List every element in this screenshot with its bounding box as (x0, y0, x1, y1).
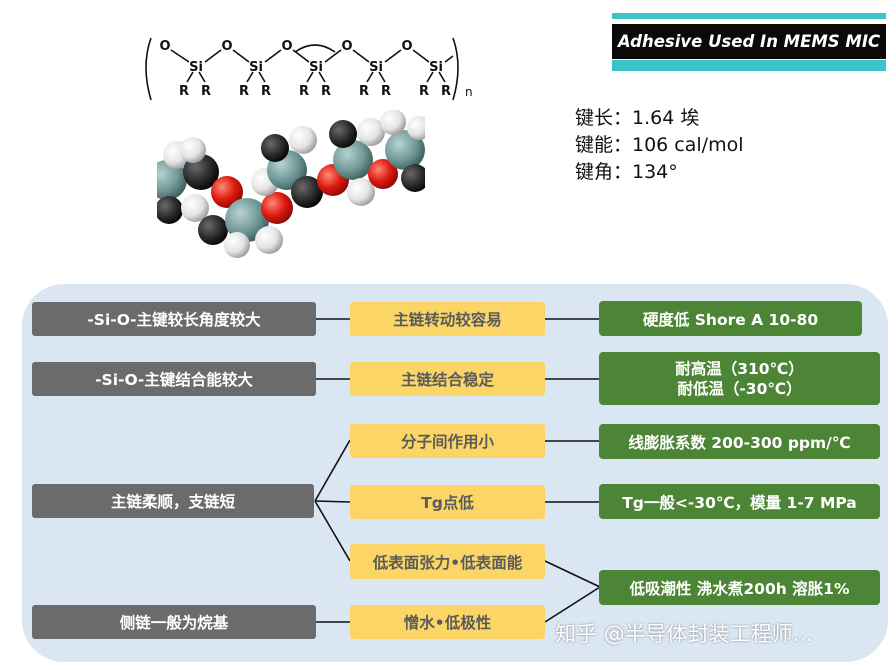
molecule-model-image (157, 110, 425, 258)
r-group: R (239, 84, 249, 99)
result-cte: 线膨胀系数 200-300 ppm/℃ (599, 424, 880, 459)
result-tg-modulus: Tg一般<-30℃，模量 1-7 MPa (599, 484, 880, 519)
cause-long-bond: -Si-O-主键较长角度较大 (32, 302, 316, 336)
result-hardness: 硬度低 Shore A 10-80 (599, 301, 862, 336)
banner-top-stripe (612, 13, 886, 19)
result-moisture: 低吸潮性 沸水煮200h 溶胀1% (599, 570, 880, 605)
oxygen-atom: O (221, 39, 232, 54)
r-group: R (419, 84, 429, 99)
oxygen-atom: O (281, 39, 292, 54)
watermark: 知乎 @半导体封装工程师... (555, 622, 813, 646)
oxygen-atom: O (159, 39, 170, 54)
mech-weak-interaction: 分子间作用小 (350, 424, 545, 458)
r-group: R (179, 84, 189, 99)
r-group: R (381, 84, 391, 99)
silicon-atom: Si (369, 60, 383, 75)
mech-low-surface-energy: 低表面张力•低表面能 (350, 544, 545, 579)
silicon-atom: Si (309, 60, 323, 75)
left-bracket (145, 37, 152, 101)
bond-angle: 键角：134° (575, 161, 678, 183)
mech-low-tg: Tg点低 (350, 485, 545, 519)
cause-flexible-chain: 主链柔顺，支链短 (32, 484, 314, 518)
mech-hydrophobic: 憎水•低极性 (350, 605, 545, 639)
result-high-temp: 耐高温（310℃） (675, 359, 804, 378)
silicon-atom: Si (189, 60, 203, 75)
result-temperature: 耐高温（310℃） 耐低温（-30℃） (599, 352, 880, 405)
r-group: R (441, 84, 451, 99)
connector-line (544, 560, 601, 588)
silicon-atom: Si (429, 60, 443, 75)
r-group: R (261, 84, 271, 99)
oxygen-atom: O (341, 39, 352, 54)
mech-stable: 主链结合稳定 (350, 362, 545, 396)
siloxane-formula: O O O O O Si Si Si Si Si R R R R R R R R… (145, 37, 473, 101)
title-banner: Adhesive Used In MEMS MIC (612, 24, 886, 59)
r-group: R (321, 84, 331, 99)
cause-high-bond-energy: -Si-O-主键结合能较大 (32, 362, 316, 396)
connector-line (314, 439, 351, 502)
tie-arc (294, 44, 336, 53)
mech-rotation: 主链转动较容易 (350, 302, 545, 336)
connector-line (314, 500, 351, 562)
r-group: R (359, 84, 369, 99)
connector-line (544, 586, 601, 623)
right-bracket (452, 37, 459, 101)
bond-energy: 键能：106 cal/mol (575, 134, 744, 156)
r-group: R (299, 84, 309, 99)
oxygen-atom: O (401, 39, 412, 54)
repeat-subscript: n (465, 85, 473, 99)
cause-alkyl-side-chain: 侧链一般为烷基 (32, 605, 316, 639)
result-low-temp: 耐低温（-30℃） (677, 379, 802, 398)
connector-line (314, 500, 351, 503)
banner-bottom-stripe (612, 60, 886, 71)
bond-length: 键长：1.64 埃 (575, 107, 700, 129)
r-group: R (201, 84, 211, 99)
silicon-atom: Si (249, 60, 263, 75)
